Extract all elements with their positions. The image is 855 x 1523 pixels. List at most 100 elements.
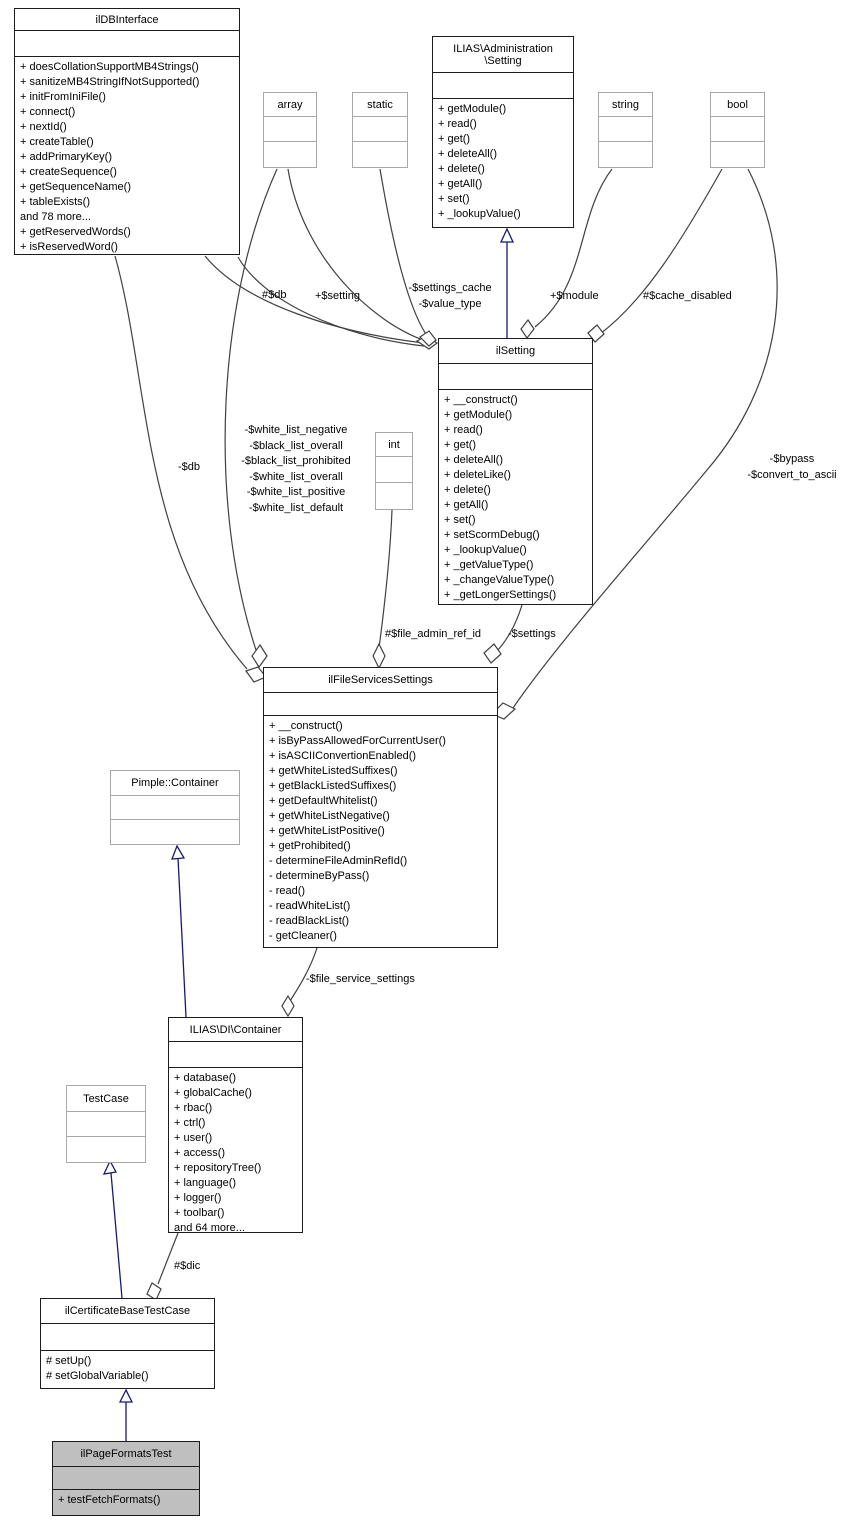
member-line: -$black_list_overall [249, 439, 343, 452]
member-line: + getReservedWords() [20, 226, 131, 238]
member-line: + doesCollationSupportMB4Strings() [20, 61, 199, 73]
member-line: - determineByPass() [269, 870, 370, 882]
edge-label-cache-disabled: #$cache_disabled [643, 290, 732, 302]
diamond-fss-lists [251, 643, 268, 669]
edge-label-bypass: -$bypass -$convert_to_ascii [735, 452, 849, 483]
member-line: + read() [444, 424, 483, 436]
attributes-compartment [15, 31, 239, 57]
arrow-test-extends [118, 1388, 134, 1403]
class-box-di-container[interactable]: ILIAS\DI\Container + database()+ globalC… [168, 1017, 303, 1236]
member-line: + toolbar() [174, 1207, 225, 1219]
attributes-compartment [169, 1042, 302, 1068]
class-box-admin-setting[interactable]: ILIAS\Administration \Setting + getModul… [432, 36, 574, 228]
class-box-ilpageformatstest[interactable]: ilPageFormatsTest + testFetchFormats() [52, 1441, 200, 1516]
member-line: -$white_list_overall [249, 470, 343, 483]
attributes-compartment [264, 117, 316, 142]
member-line: + repositoryTree() [174, 1162, 262, 1174]
methods-compartment: + getModule()+ read()+ get()+ deleteAll(… [433, 99, 573, 222]
member-line: and 78 more... [20, 211, 91, 223]
member-line: + deleteAll() [444, 454, 504, 466]
type-title: array [264, 93, 316, 117]
type-box-static: static [352, 92, 408, 168]
member-line: -$white_list_default [248, 501, 344, 514]
diamond-ilsetting-2 [419, 330, 437, 347]
member-line: + _getValueType() [444, 559, 534, 571]
type-box-bool: bool [710, 92, 765, 168]
member-line: # setGlobalVariable() [46, 1370, 149, 1382]
member-line: + set() [438, 193, 470, 205]
class-box-ildbinterface[interactable]: ilDBInterface + doesCollationSupportMB4S… [14, 8, 240, 255]
edge-container-extends [177, 857, 187, 1018]
member-line: + getAll() [438, 178, 483, 190]
class-title: ilSetting [439, 339, 592, 364]
class-title-line1: ILIAS\Administration [453, 42, 553, 55]
attributes-compartment [439, 364, 592, 390]
class-title: ilCertificateBaseTestCase [41, 1299, 214, 1324]
diamond-ilsetting-1 [415, 335, 439, 350]
member-line: -$white_list_negative [244, 424, 348, 436]
member-line: + ctrl() [174, 1117, 206, 1129]
arrow-container-extends [171, 844, 186, 860]
type-title: static [353, 93, 407, 117]
diamond-container-fss [281, 994, 295, 1018]
member-line: -$convert_to_ascii [747, 468, 837, 481]
member-line: + getWhiteListNegative() [269, 810, 390, 822]
class-box-ilcertificatebasetestcase[interactable]: ilCertificateBaseTestCase # setUp()# set… [40, 1298, 215, 1389]
member-line: + globalCache() [174, 1087, 252, 1099]
edge-label-white-lists: -$white_list_negative -$black_list_overal… [222, 423, 370, 516]
class-box-pimple-container: Pimple::Container [110, 770, 240, 845]
methods-compartment: # setUp() # setGlobalVariable() [41, 1351, 214, 1384]
member-line: # setUp() [46, 1355, 92, 1367]
class-title: TestCase [67, 1086, 145, 1112]
attributes-compartment [53, 1467, 199, 1490]
member-line: -$settings_cache [408, 282, 492, 294]
member-line: - read() [269, 885, 306, 897]
type-box-string: string [598, 92, 653, 168]
attributes-compartment [353, 117, 407, 142]
attributes-compartment [264, 693, 497, 716]
attributes-compartment [711, 117, 764, 142]
member-line: + getModule() [438, 103, 507, 115]
class-title: ilDBInterface [15, 9, 239, 31]
member-line: + delete() [438, 163, 485, 175]
edge-label-settings-cache: -$settings_cache-$value_type [396, 281, 504, 312]
attributes-compartment [376, 457, 412, 483]
methods-compartment: + __construct()+ getModule()+ read()+ ge… [439, 390, 592, 603]
member-line: + getSequenceName() [20, 181, 131, 193]
member-line: + __construct() [444, 394, 518, 406]
diamond-fss-settings [483, 643, 502, 664]
class-title: ILIAS\DI\Container [169, 1018, 302, 1042]
member-line: + _lookupValue() [444, 544, 527, 556]
edge-label-db-fss: -$db [178, 461, 201, 473]
member-line: + addPrimaryKey() [20, 151, 113, 163]
member-line: -$white_list_positive [246, 486, 346, 498]
member-line: + createTable() [20, 136, 94, 148]
methods-compartment: + database()+ globalCache()+ rbac()+ ctr… [169, 1068, 302, 1236]
edge-label-setting: +$setting [315, 290, 360, 302]
member-line: + nextId() [20, 121, 67, 133]
edge-label-file-admin-ref-id: #$file_admin_ref_id [385, 628, 482, 640]
attributes-compartment [433, 73, 573, 99]
methods-compartment: + testFetchFormats() [53, 1490, 199, 1508]
member-line: + createSequence() [20, 166, 117, 178]
member-line: + getDefaultWhitelist() [269, 795, 378, 807]
class-box-ilsetting[interactable]: ilSetting + __construct()+ getModule()+ … [438, 338, 593, 605]
type-title: int [376, 433, 412, 457]
member-line: -$black_list_prohibited [241, 455, 351, 467]
class-box-ilfileservicessettings[interactable]: ilFileServicesSettings + __construct()+ … [263, 667, 498, 948]
member-line: -$bypass [769, 453, 815, 465]
member-line: + getWhiteListedSuffixes() [269, 765, 398, 777]
member-line: + __construct() [269, 720, 343, 732]
member-line: + deleteLike() [444, 469, 511, 481]
member-line: + rbac() [174, 1102, 213, 1114]
member-line: + get() [444, 439, 477, 451]
methods-compartment: + doesCollationSupportMB4Strings()+ sani… [15, 57, 239, 255]
member-line: + language() [174, 1177, 237, 1189]
edge-array-setting [287, 168, 427, 342]
member-line: and 64 more... [174, 1222, 245, 1234]
member-line: + getWhiteListPositive() [269, 825, 385, 837]
member-line: - readWhiteList() [269, 900, 351, 912]
member-line: + get() [438, 133, 471, 145]
member-line: - getCleaner() [269, 930, 337, 942]
